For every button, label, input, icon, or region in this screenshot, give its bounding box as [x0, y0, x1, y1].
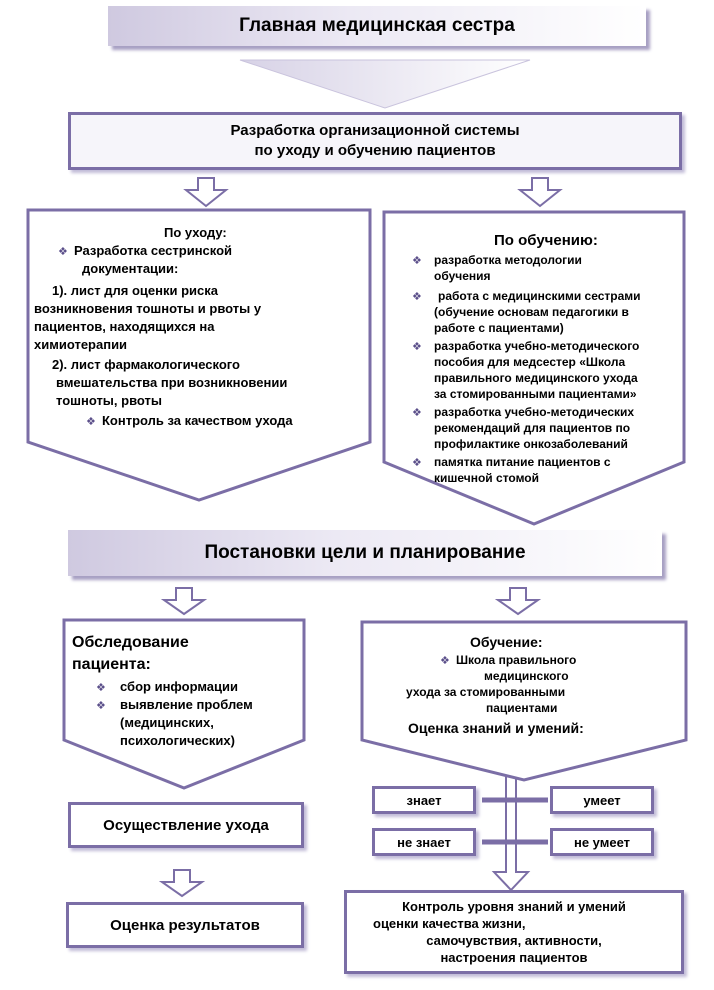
exam-title-line2: пациента: — [72, 656, 151, 673]
care-point-1-line2: возникновения тошноты и рвоты у — [34, 301, 262, 316]
teach-item-5: ❖памятка питание пациентов с — [412, 455, 611, 469]
edu-panel — [360, 620, 688, 782]
edu-item-1: ❖Школа правильного — [440, 653, 577, 667]
chief-nurse-title: Главная медицинская сестра — [108, 6, 646, 46]
development-box: Разработка организационной системы по ух… — [68, 112, 682, 170]
control-line1: Контроль уровня знаний и умений — [402, 899, 626, 914]
exam-item-1: ❖сбор информации — [96, 678, 238, 697]
diamond-bullet-icon: ❖ — [96, 682, 106, 694]
knows-label: знает — [406, 792, 442, 808]
care-point-1-line3: пациентов, находящихся на — [34, 319, 215, 334]
goal-setting-title: Постановки цели и планирование — [204, 542, 526, 563]
edu-item-1-line4: пациентами — [486, 701, 558, 715]
teach-item-4-line3: профилактике онкозаболеваний — [434, 437, 628, 451]
teach-item-1-cont: обучения — [434, 269, 491, 283]
edu-assessment-label: Оценка знаний и умений: — [408, 720, 584, 736]
control-line4: настроения пациентов — [440, 950, 588, 965]
exam-item-2-line2: (медицинских, — [120, 715, 214, 730]
care-implementation-box: Осуществление ухода — [68, 802, 304, 848]
chief-nurse-title-text: Главная медицинская сестра — [239, 15, 515, 36]
can-box: умеет — [550, 786, 654, 814]
teach-item-4: ❖разработка учебно-методических — [412, 405, 635, 419]
teach-item-5-line2: кишечной стомой — [434, 471, 540, 485]
diamond-bullet-icon: ❖ — [58, 246, 68, 258]
teach-item-2-line3: работе с пациентами) — [434, 321, 564, 335]
diamond-bullet-icon: ❖ — [412, 341, 422, 353]
care-item-2: ❖Контроль за качеством ухода — [86, 412, 293, 431]
edu-item-1-line2: медицинского — [484, 669, 569, 683]
arrow-down-result — [158, 869, 206, 898]
teach-item-3-line4: за стомированными пациентами» — [434, 387, 637, 401]
care-item-1: ❖Разработка сестринской — [58, 242, 232, 261]
cannot-label: не умеет — [573, 834, 631, 850]
care-title: По уходу: — [164, 225, 227, 240]
diamond-bullet-icon: ❖ — [86, 416, 96, 428]
teach-item-2-line2: (обучение основам педагогики в — [434, 305, 629, 319]
diamond-bullet-icon: ❖ — [412, 255, 422, 267]
arrow-down-exam — [160, 587, 208, 616]
knows-box: знает — [372, 786, 476, 814]
arrow-down-head — [239, 59, 531, 109]
development-line1: Разработка организационной системы — [230, 122, 520, 139]
teach-panel — [382, 210, 686, 526]
can-label: умеет — [583, 792, 621, 808]
control-box: Контроль уровня знаний и умений оценки к… — [344, 890, 684, 974]
arrow-down-edu — [494, 587, 542, 616]
development-line2: по уходу и обучению пациентов — [254, 142, 496, 159]
teach-title: По обучению: — [494, 232, 598, 249]
arrow-down-care — [183, 177, 229, 208]
results-evaluation-box: Оценка результатов — [66, 902, 304, 948]
edu-item-1-line3: ухода за стомированными — [406, 685, 566, 699]
diamond-bullet-icon: ❖ — [96, 700, 106, 712]
care-point-2-line3: тошноты, рвоты — [56, 393, 162, 408]
care-point-1-line4: химиотерапии — [34, 337, 128, 352]
care-point-2: 2). лист фармакологического — [52, 357, 240, 372]
care-implementation-label: Осуществление ухода — [103, 816, 269, 834]
teach-item-3: ❖разработка учебно-методического — [412, 339, 640, 353]
exam-title-line1: Обследование — [72, 634, 189, 651]
teach-item-3-line3: правильного медицинского ухода — [434, 371, 638, 385]
diamond-bullet-icon: ❖ — [412, 407, 422, 419]
control-line2: оценки качества жизни, — [373, 916, 526, 931]
exam-panel — [62, 618, 306, 790]
diamond-bullet-icon: ❖ — [412, 457, 422, 469]
teach-item-4-line2: рекомендаций для пациентов по — [434, 421, 631, 435]
arrow-down-control — [491, 771, 531, 892]
exam-item-2: ❖выявление проблем — [96, 696, 253, 715]
diamond-bullet-icon: ❖ — [440, 655, 450, 667]
diamond-bullet-icon: ❖ — [412, 291, 422, 303]
care-point-1: 1). лист для оценки риска — [52, 283, 218, 298]
results-evaluation-label: Оценка результатов — [110, 916, 260, 934]
exam-item-2-line3: психологических) — [120, 733, 235, 748]
control-line3: самочувствия, активности, — [426, 933, 602, 948]
cannot-box: не умеет — [550, 828, 654, 856]
teach-item-3-line2: пособия для медсестер «Школа — [434, 355, 626, 369]
care-item-1-cont: документации: — [82, 261, 179, 276]
care-panel — [26, 208, 372, 502]
arrow-down-teach — [517, 177, 563, 208]
not-knows-label: не знает — [397, 834, 451, 850]
goal-setting-bar: Постановки цели и планирование — [68, 530, 662, 576]
teach-item-1: ❖разработка методологии — [412, 253, 582, 267]
not-knows-box: не знает — [372, 828, 476, 856]
care-point-2-line2: вмешательства при возникновении — [56, 375, 288, 390]
teach-item-2: ❖работа с медицинскими сестрами — [412, 289, 641, 303]
edu-title: Обучение: — [470, 634, 543, 650]
